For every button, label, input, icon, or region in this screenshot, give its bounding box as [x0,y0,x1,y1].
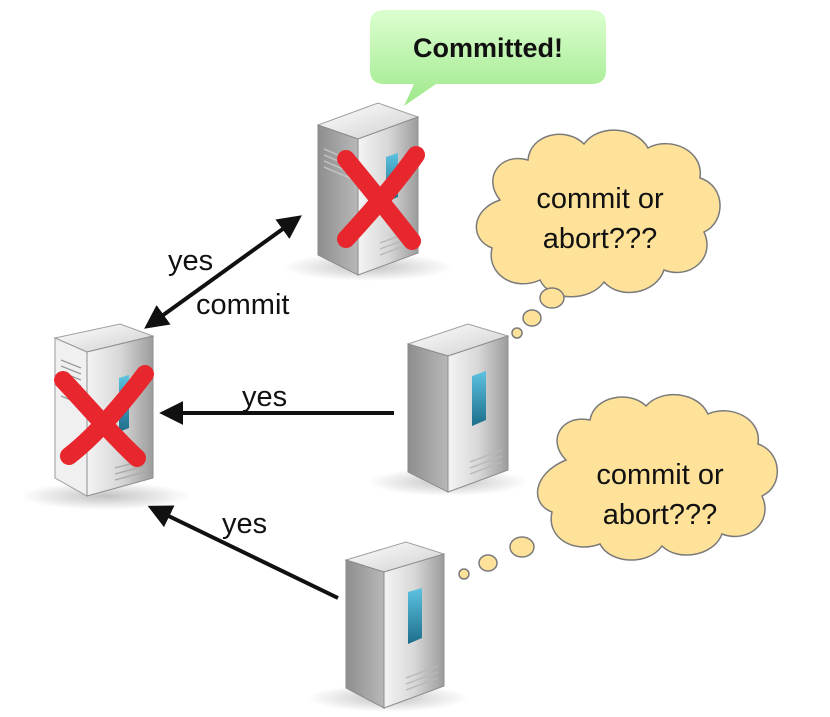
crash-mark [54,365,154,467]
label-top-commit: commit [196,289,289,321]
speech-bubble: Committed! [370,10,606,106]
arrow-bottom [147,505,339,600]
arrow-top-bidirectional [144,215,302,329]
thought-bubble-top-line2: abort??? [543,223,658,255]
crash-mark [337,146,425,250]
server-participant-top [283,102,453,281]
server-coordinator [20,323,190,510]
label-bottom-yes: yes [222,508,267,540]
thought-bubble-bottom: commit or abort??? [458,393,778,580]
label-top-yes: yes [168,245,213,277]
thought-bubble-bottom-line1: commit or [596,459,724,491]
thought-bubble-top: commit or abort??? [475,129,721,339]
thought-bubble-bottom-line2: abort??? [603,499,718,531]
server-participant-middle [368,323,528,496]
speech-bubble-text: Committed! [413,33,563,63]
label-middle-yes: yes [242,381,287,413]
thought-bubble-top-line1: commit or [536,183,664,215]
server-participant-bottom [308,541,468,712]
